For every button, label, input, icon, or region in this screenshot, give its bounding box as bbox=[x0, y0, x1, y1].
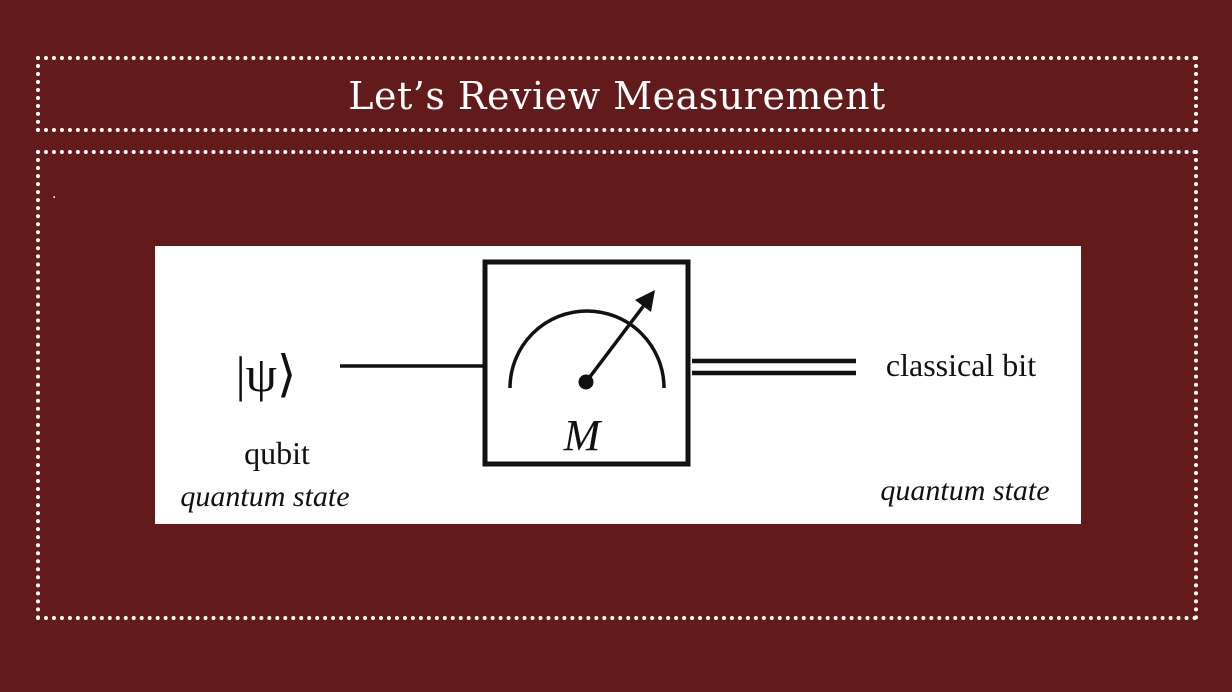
classical-wire bbox=[692, 358, 856, 376]
title-frame: Let’s Review Measurement bbox=[36, 56, 1198, 132]
qubit-label: qubit bbox=[244, 435, 310, 471]
slide-title: Let’s Review Measurement bbox=[348, 74, 886, 118]
gate-label: M bbox=[563, 411, 603, 460]
input-quantum-state-label: quantum state bbox=[180, 480, 349, 513]
measurement-gate-box bbox=[482, 259, 691, 467]
arrow-icon bbox=[578, 290, 655, 390]
bullet-marker: . bbox=[52, 186, 57, 202]
circuit-diagram: |ψ⟩ qubit quantum state M classical bit … bbox=[180, 259, 1050, 513]
measurement-circuit-figure: |ψ⟩ qubit quantum state M classical bit … bbox=[155, 246, 1081, 524]
input-state-label: |ψ⟩ bbox=[236, 346, 297, 402]
output-quantum-state-label: quantum state bbox=[880, 474, 1049, 507]
classical-bit-label: classical bit bbox=[886, 347, 1036, 383]
content-frame bbox=[36, 150, 1198, 620]
meter-icon bbox=[508, 309, 666, 389]
